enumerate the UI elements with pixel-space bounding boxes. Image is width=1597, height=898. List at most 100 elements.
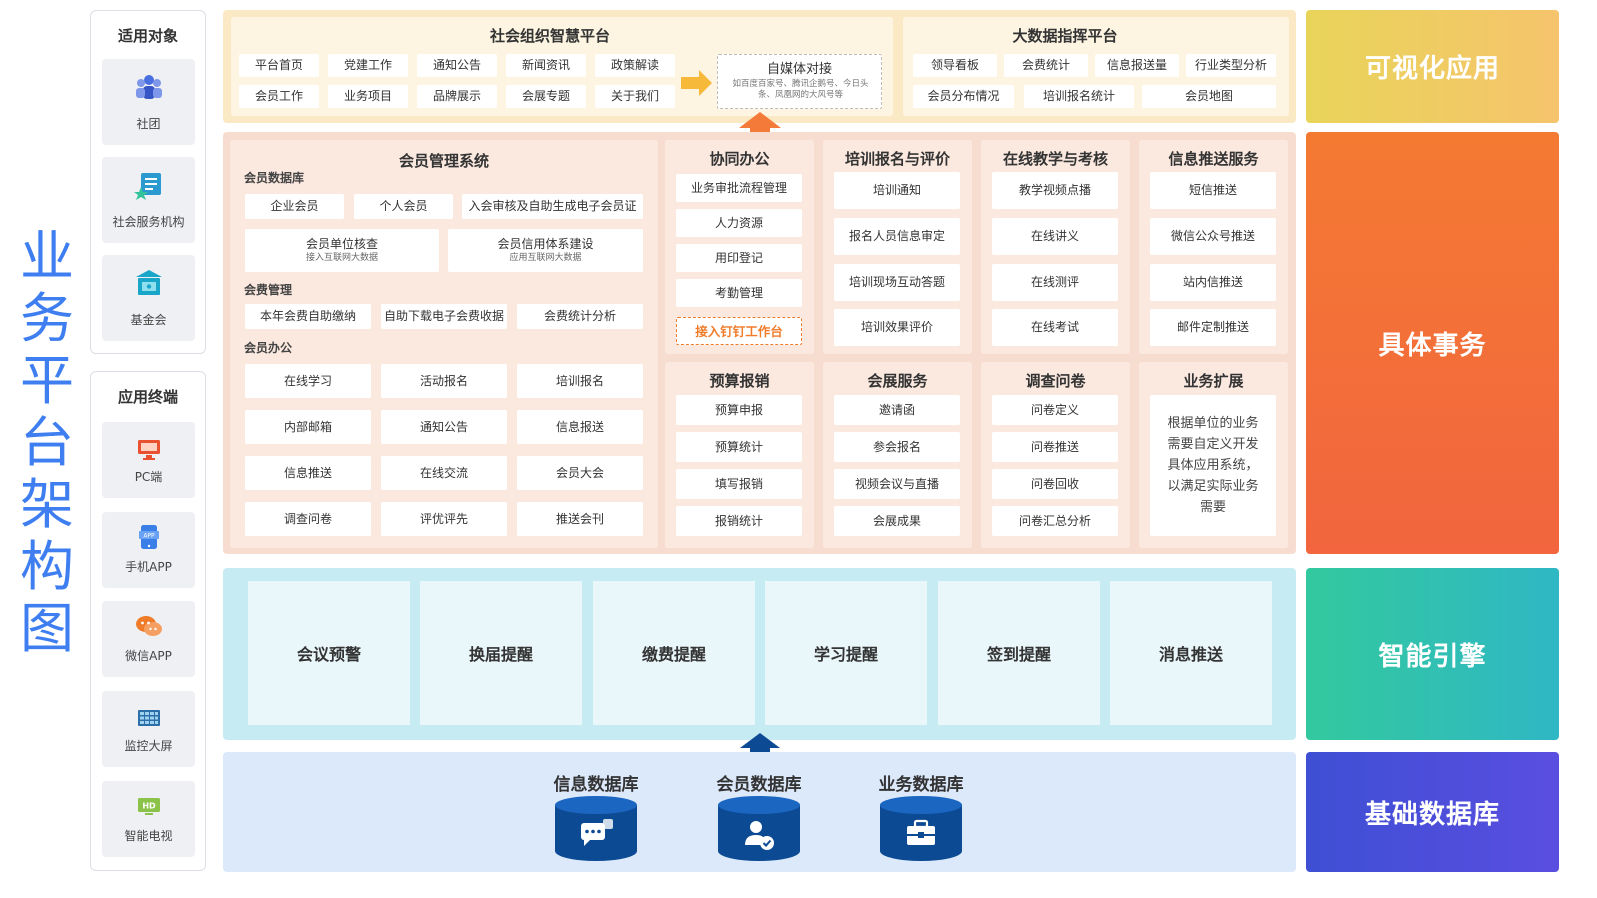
teaching-item[interactable]: 在线讲义 [992, 218, 1118, 255]
platform-nav-item[interactable]: 通知公告 [417, 54, 497, 77]
exhibition-item[interactable]: 会展成果 [834, 506, 960, 536]
engine-card[interactable]: 学习提醒 [765, 581, 927, 725]
terminal-card-mobile-app[interactable]: APP 手机APP [102, 512, 195, 588]
teaching-item[interactable]: 在线考试 [992, 309, 1118, 346]
applicable-card-foundation[interactable]: 基金会 [102, 255, 195, 341]
survey-item[interactable]: 问卷汇总分析 [992, 506, 1118, 536]
service-card-icon [133, 169, 165, 201]
member-verify-item[interactable]: 会员单位核查 接入互联网大数据 [245, 229, 439, 272]
platform-nav-item[interactable]: 业务项目 [328, 85, 408, 108]
bigdata-item[interactable]: 行业类型分析 [1186, 54, 1276, 77]
collab-item[interactable]: 考勤管理 [676, 279, 802, 307]
platform-nav-item[interactable]: 会展专题 [506, 85, 586, 108]
office-item[interactable]: 活动报名 [381, 364, 507, 398]
terminal-card-big-screen[interactable]: 监控大屏 [102, 691, 195, 767]
training-item[interactable]: 报名人员信息审定 [834, 218, 960, 255]
budget-item[interactable]: 预算统计 [676, 432, 802, 462]
layer-specific-tasks: 具体事务 [1306, 132, 1559, 554]
collab-item[interactable]: 业务审批流程管理 [676, 174, 802, 202]
bigdata-item[interactable]: 培训报名统计 [1024, 85, 1134, 108]
applicable-label: 社会服务机构 [112, 215, 185, 229]
platform-nav-item[interactable]: 新闻资讯 [506, 54, 586, 77]
member-db-item[interactable]: 个人会员 [354, 194, 453, 219]
platform-nav-item[interactable]: 党建工作 [328, 54, 408, 77]
budget-item[interactable]: 报销统计 [676, 506, 802, 536]
bigdata-item[interactable]: 领导看板 [913, 54, 997, 77]
terminal-card-smart-tv[interactable]: HD 智能电视 [102, 781, 195, 857]
engine-card[interactable]: 签到提醒 [938, 581, 1100, 725]
training-item[interactable]: 培训通知 [834, 172, 960, 209]
exhibition-item[interactable]: 视频会议与直播 [834, 469, 960, 499]
office-item[interactable]: 评优评先 [381, 502, 507, 536]
media-docking-box[interactable]: 自媒体对接 如百度百家号、腾讯企鹅号、今日头条、凤凰网的大风号等 [717, 54, 882, 109]
survey-item[interactable]: 问卷定义 [992, 395, 1118, 425]
user-check-icon [745, 821, 774, 850]
layer-smart-engine: 智能引擎 [1306, 568, 1559, 740]
push-item[interactable]: 邮件定制推送 [1150, 309, 1276, 346]
engine-card[interactable]: 会议预警 [248, 581, 410, 725]
office-item[interactable]: 调查问卷 [245, 502, 371, 536]
dingtalk-link[interactable]: 接入钉钉工作台 [676, 317, 802, 345]
budget-item[interactable]: 预算申报 [676, 395, 802, 425]
office-item[interactable]: 信息报送 [517, 410, 643, 444]
office-item[interactable]: 通知公告 [381, 410, 507, 444]
office-item[interactable]: 在线交流 [381, 456, 507, 490]
layer-visual-app: 可视化应用 [1306, 10, 1559, 123]
member-database[interactable] [717, 795, 801, 863]
bigdata-item[interactable]: 会员分布情况 [913, 85, 1014, 108]
bigdata-item[interactable]: 会员地图 [1142, 85, 1276, 108]
office-item[interactable]: 培训报名 [517, 364, 643, 398]
teaching-item[interactable]: 在线测评 [992, 264, 1118, 301]
collab-item[interactable]: 人力资源 [676, 209, 802, 237]
push-item[interactable]: 微信公众号推送 [1150, 218, 1276, 255]
member-credit-item[interactable]: 会员信用体系建设 应用互联网大数据 [448, 229, 643, 272]
applicable-card-service-org[interactable]: 社会服务机构 [102, 157, 195, 243]
member-credit-title: 会员信用体系建设 [497, 236, 594, 251]
fee-label: 会费管理 [244, 283, 293, 297]
survey-item[interactable]: 问卷推送 [992, 432, 1118, 462]
info-database[interactable] [554, 795, 638, 863]
member-db-item[interactable]: 企业会员 [245, 194, 344, 219]
fee-item[interactable]: 本年会费自助缴纳 [245, 304, 371, 329]
budget-item[interactable]: 填写报销 [676, 469, 802, 499]
engine-card[interactable]: 缴费提醒 [593, 581, 755, 725]
terminal-label: PC端 [134, 470, 163, 484]
member-db-item[interactable]: 入会审核及自助生成电子会员证 [462, 194, 643, 219]
push-item[interactable]: 站内信推送 [1150, 264, 1276, 301]
title-char: 构 [20, 535, 74, 598]
business-database[interactable] [879, 795, 963, 863]
exhibition-title: 会展服务 [867, 372, 928, 390]
fee-item[interactable]: 自助下载电子会费收据 [381, 304, 507, 329]
training-item[interactable]: 培训效果评价 [834, 309, 960, 346]
teaching-title: 在线教学与考核 [1002, 150, 1108, 168]
platform-nav-item[interactable]: 关于我们 [595, 85, 675, 108]
arrow-up-icon [739, 112, 781, 144]
office-item[interactable]: 内部邮箱 [245, 410, 371, 444]
platform-nav-item[interactable]: 品牌展示 [417, 85, 497, 108]
office-item[interactable]: 信息推送 [245, 456, 371, 490]
exhibition-item[interactable]: 参会报名 [834, 432, 960, 462]
platform-nav-item[interactable]: 政策解读 [595, 54, 675, 77]
push-item[interactable]: 短信推送 [1150, 172, 1276, 209]
platform-nav-item[interactable]: 会员工作 [239, 85, 319, 108]
terminal-card-wechat[interactable]: 微信APP [102, 601, 195, 677]
bigdata-item[interactable]: 会费统计 [1004, 54, 1088, 77]
training-item[interactable]: 培训现场互动答题 [834, 264, 960, 301]
engine-card[interactable]: 换届提醒 [420, 581, 582, 725]
fee-item[interactable]: 会费统计分析 [517, 304, 643, 329]
teaching-item[interactable]: 教学视频点播 [992, 172, 1118, 209]
title-char: 图 [20, 597, 74, 660]
engine-card[interactable]: 消息推送 [1110, 581, 1272, 725]
survey-item[interactable]: 问卷回收 [992, 469, 1118, 499]
applicable-title: 适用对象 [117, 27, 178, 45]
exhibition-item[interactable]: 邀请函 [834, 395, 960, 425]
terminal-card-pc[interactable]: PC端 [102, 422, 195, 498]
platform-nav-item[interactable]: 平台首页 [239, 54, 319, 77]
office-item[interactable]: 在线学习 [245, 364, 371, 398]
office-item[interactable]: 推送会刊 [517, 502, 643, 536]
office-item[interactable]: 会员大会 [517, 456, 643, 490]
title-char: 台 [20, 411, 74, 474]
bigdata-item[interactable]: 信息报送量 [1095, 54, 1179, 77]
collab-item[interactable]: 用印登记 [676, 244, 802, 272]
applicable-card-society[interactable]: 社团 [102, 59, 195, 145]
